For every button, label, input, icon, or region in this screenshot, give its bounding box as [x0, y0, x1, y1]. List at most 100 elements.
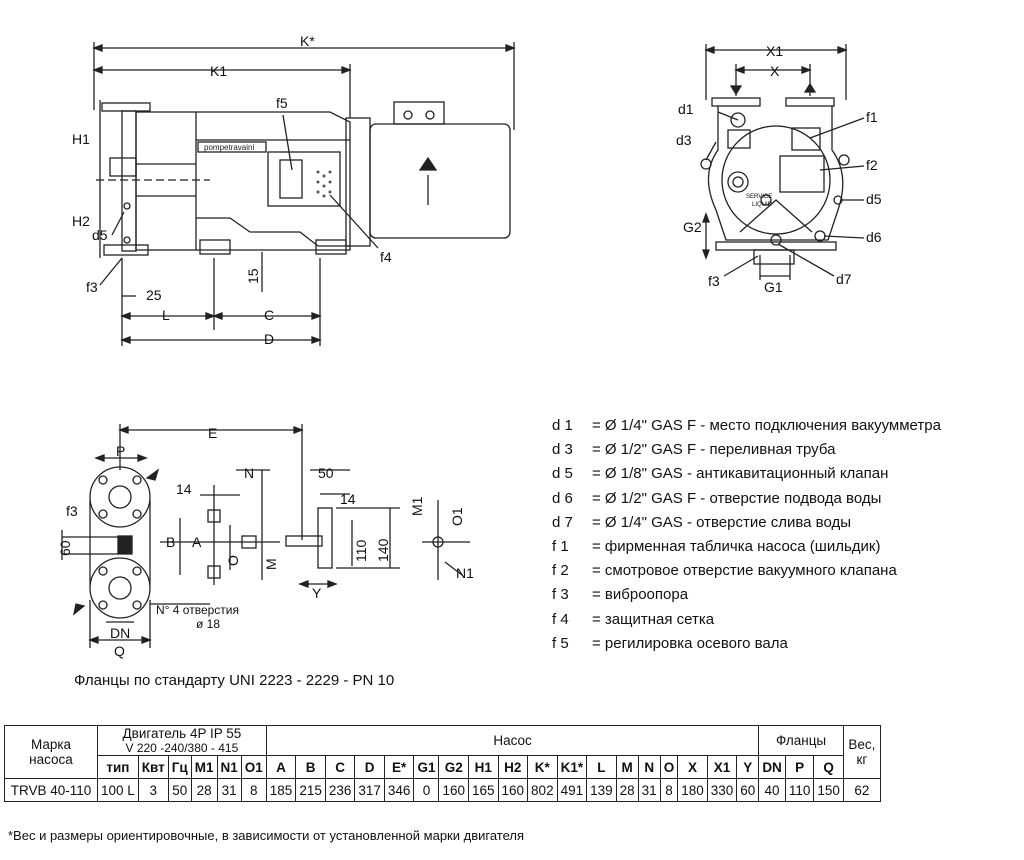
col-header: M1 — [190, 755, 218, 779]
col-header: N1 — [216, 755, 242, 779]
legend-item: f 4= защитная сетка — [552, 608, 941, 632]
label-f4: f4 — [380, 249, 392, 265]
service-label: SERVICE — [746, 194, 772, 200]
header-brand: Марка насоса — [4, 725, 98, 779]
table-cell: 160 — [497, 778, 529, 802]
col-header: Гц — [167, 755, 192, 779]
label-d5: d5 — [92, 227, 108, 243]
legend-desc: = виброопора — [592, 586, 689, 604]
col-header: X1 — [706, 755, 738, 779]
motor-title: Двигатель 4P IP 55 — [122, 726, 242, 741]
legend-item: d 6 = Ø 1/2" GAS F - отверстие подвода во… — [552, 487, 941, 511]
legend-code: f 3 — [552, 586, 569, 604]
label-d3: d3 — [676, 132, 692, 148]
legend-code: d 5 — [552, 465, 573, 483]
legend-code: f 4 — [552, 610, 569, 628]
legend-code: d 6 — [552, 489, 573, 507]
table-cell: 31 — [216, 778, 242, 802]
header-flanges: Фланцы — [758, 725, 844, 756]
col-header: D — [354, 755, 385, 779]
hole-diameter: ø 18 — [196, 617, 220, 631]
col-header: DN — [758, 755, 786, 779]
dim-140: 140 — [375, 538, 391, 562]
col-header: Y — [736, 755, 760, 779]
dim-110: 110 — [353, 539, 369, 562]
table-cell: 150 — [813, 778, 844, 802]
dim-M: M — [263, 558, 279, 570]
table-row: TRVB 40-110 100 L 3 50 28 31 8 185 215 2… — [4, 778, 881, 802]
table-cell: 31 — [637, 778, 661, 802]
table-header-row-2: тип Квт Гц M1 N1 O1 A B C D E* G1 G2 H1 … — [5, 755, 881, 779]
col-header: G1 — [413, 755, 440, 779]
label-f1: f1 — [866, 109, 878, 125]
col-header: P — [784, 755, 815, 779]
legend-code: d 7 — [552, 513, 573, 531]
dim-D: D — [264, 331, 274, 347]
dim-N: N — [244, 465, 254, 481]
dim-H1: H1 — [72, 131, 90, 147]
dim-X: X — [770, 63, 780, 79]
legend-code: f 1 — [552, 538, 569, 556]
legend-item: f 5= регилировка осевого вала — [552, 632, 941, 656]
table-cell: 62 — [842, 778, 881, 802]
col-header: O1 — [240, 755, 267, 779]
legend-item: f 2 = смотровое отверстие вакуумного клап… — [552, 559, 941, 583]
legend-item: f 3 = виброопора — [552, 583, 941, 607]
table-cell: 100 L — [97, 778, 139, 802]
col-header: тип — [97, 755, 139, 779]
col-header: X — [677, 755, 708, 779]
legend-desc: = смотровое отверстие вакуумного клапана — [592, 562, 897, 580]
table-cell: 110 — [784, 778, 815, 802]
dim-K: K* — [300, 33, 315, 49]
flange-details — [61, 424, 470, 648]
dim-14-left: 14 — [176, 481, 192, 497]
legend-desc: = регилировка осевого вала — [592, 634, 788, 652]
table-cell: 8 — [659, 778, 679, 802]
legend-desc: = Ø 1/2" GAS F - переливная труба — [592, 441, 836, 459]
table-cell: 491 — [556, 778, 588, 802]
legend-item: d 1 = Ø 1/4" GAS F - место подключения ва… — [552, 414, 941, 438]
dim-O: O — [225, 555, 241, 566]
legend-code: d 1 — [552, 417, 573, 434]
col-header: K1* — [556, 755, 588, 779]
header-weight: Вес, кг — [842, 725, 881, 779]
technical-drawing: pompetravaini — [57, 33, 882, 659]
col-header: H2 — [497, 755, 529, 779]
dim-O1: O1 — [449, 507, 465, 526]
dim-60: 60 — [57, 540, 73, 556]
dim-G1: G1 — [764, 279, 783, 295]
table-cell: 802 — [527, 778, 558, 802]
legend-desc: = Ø 1/2" GAS F - отверстие подвода воды — [592, 489, 882, 507]
label-d5-front: d5 — [866, 191, 882, 207]
col-header: C — [324, 755, 356, 779]
table-cell: 185 — [265, 778, 297, 802]
table-cell: 28 — [190, 778, 218, 802]
table-cell: 3 — [137, 778, 169, 802]
legend-code: f 2 — [552, 562, 569, 580]
label-d1: d1 — [678, 101, 694, 117]
table-cell: 180 — [677, 778, 708, 802]
label-d7: d7 — [836, 271, 852, 287]
holes-note: N° 4 отверстия — [156, 603, 239, 617]
dim-P: P — [116, 443, 125, 459]
col-header: M — [615, 755, 639, 779]
col-header: E* — [383, 755, 415, 779]
col-header: Q — [813, 755, 844, 779]
col-header: Квт — [137, 755, 169, 779]
table-cell: 160 — [438, 778, 469, 802]
col-header: L — [586, 755, 617, 779]
legend-desc: = фирменная табличка насоса (шильдик) — [592, 538, 881, 556]
table-cell: TRVB 40-110 — [4, 778, 98, 802]
footnote: *Вес и размеры ориентировочные, в зависи… — [8, 828, 525, 843]
col-header: O — [659, 755, 679, 779]
dim-15: 15 — [245, 268, 261, 284]
dim-A: A — [192, 534, 202, 550]
label-f2: f2 — [866, 157, 878, 173]
legend-desc: = Ø 1/4" GAS F - место подключения вакуу… — [592, 417, 941, 434]
table-cell: 165 — [467, 778, 499, 802]
table-cell: 28 — [615, 778, 639, 802]
legend-desc: = Ø 1/4" GAS - отверстие слива воды — [592, 513, 852, 531]
dim-G2: G2 — [683, 219, 702, 235]
